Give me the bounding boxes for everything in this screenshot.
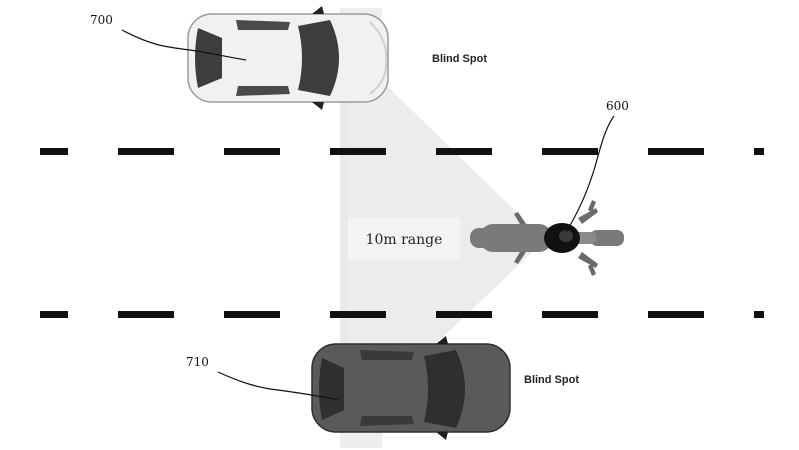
leader-line-710: [217, 371, 339, 401]
range-label: 10m range: [348, 218, 460, 260]
blind-spot-label-top: Blind Spot: [432, 53, 487, 65]
leader-line-600: [565, 115, 615, 233]
motorcycle: [470, 200, 624, 276]
range-text: 10m range: [366, 232, 443, 248]
reference-700: 700: [90, 13, 113, 27]
car-bottom: [311, 336, 511, 440]
reference-600: 600: [606, 99, 629, 113]
blind-spot-label-bottom: Blind Spot: [524, 374, 579, 386]
car-top: [187, 6, 389, 110]
lane-marking-bottom: [40, 311, 764, 318]
reference-710: 710: [186, 355, 209, 369]
lane-marking-top: [40, 148, 764, 155]
leader-line-700: [121, 29, 247, 61]
